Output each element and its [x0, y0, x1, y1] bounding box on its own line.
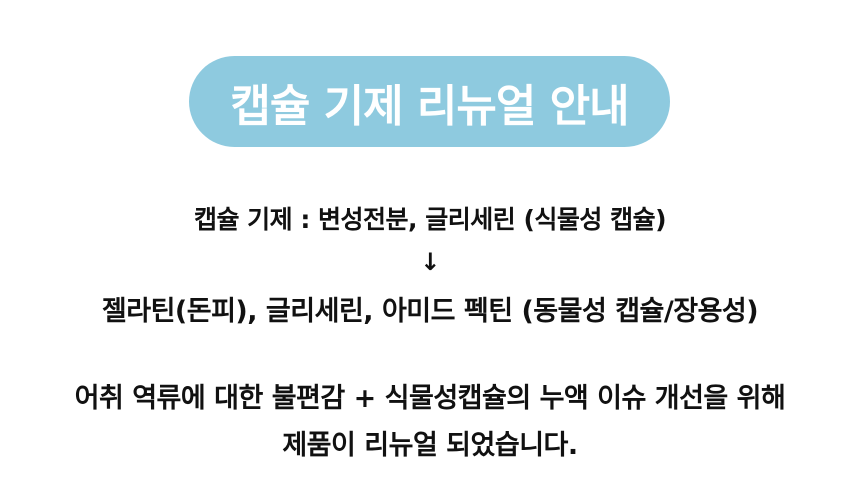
renewal-reason-line-2: 제품이 리뉴얼 되었습니다.	[282, 430, 578, 461]
arrow-down-icon: ↓	[420, 248, 440, 276]
new-capsule-material: 젤라틴(돈피), 글리세린, 아미드 펙틴 (동물성 캡슐/장용성)	[101, 296, 759, 327]
banner-title: 캡슐 기제 리뉴얼 안내	[230, 80, 629, 132]
renewal-reason-line-1: 어취 역류에 대한 불편감 + 식물성캡슐의 누액 이슈 개선을 위해	[74, 383, 786, 414]
old-capsule-material: 캡슐 기제 : 변성전분, 글리세린 (식물성 캡슐)	[193, 205, 667, 234]
title-banner: 캡슐 기제 리뉴얼 안내	[189, 56, 670, 147]
